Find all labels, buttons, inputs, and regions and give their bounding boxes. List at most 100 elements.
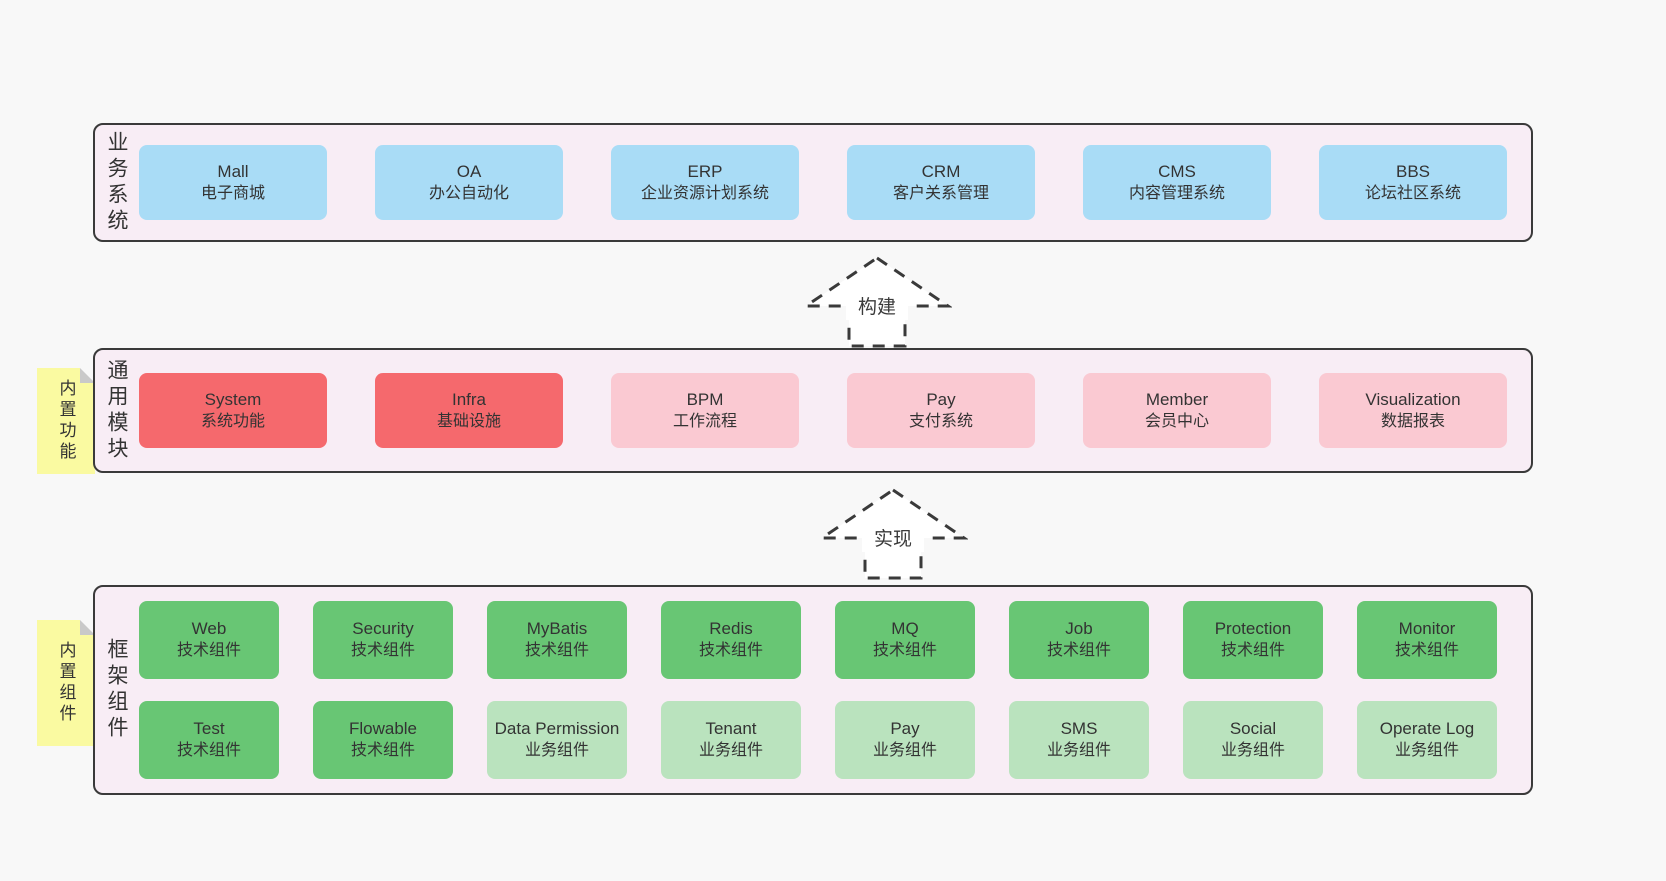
box-infra: Infra 基础设施: [375, 373, 563, 448]
arrow-label-bg: [846, 293, 908, 320]
box-name: Social: [1229, 719, 1277, 739]
box-bbs: BBS 论坛社区系统: [1319, 145, 1507, 220]
box-name: Protection: [1214, 619, 1292, 639]
layer-label: 业务系统: [105, 130, 128, 235]
box-data-permission: Data Permission 业务组件: [487, 701, 627, 779]
box-tenant: Tenant 业务组件: [661, 701, 801, 779]
box-name: Member: [1145, 389, 1209, 409]
box-subtitle: 工作流程: [672, 412, 737, 430]
arrow-up-implement: 实现: [818, 488, 968, 580]
box-name: Tenant: [705, 719, 757, 739]
sticky-note-label: 内置组件: [56, 641, 76, 725]
box-oa: OA 办公自动化: [375, 145, 563, 220]
box-subtitle: 业务组件: [1394, 742, 1459, 760]
box-name: Pay: [926, 389, 956, 409]
box-name: SMS: [1060, 719, 1098, 739]
box-name: Redis: [709, 619, 753, 639]
box-subtitle: 技术组件: [698, 642, 763, 660]
box-monitor: Monitor 技术组件: [1357, 601, 1497, 679]
box-name: OA: [456, 161, 482, 181]
box-subtitle: 业务组件: [524, 742, 589, 760]
box-subtitle: 技术组件: [872, 642, 937, 660]
box-name: Monitor: [1398, 619, 1456, 639]
box-subtitle: 技术组件: [1394, 642, 1459, 660]
arrow-label: 实现: [874, 528, 912, 550]
box-subtitle: 办公自动化: [428, 184, 509, 202]
box-name: ERP: [687, 161, 723, 181]
box-subtitle: 业务组件: [698, 742, 763, 760]
box-pay: Pay 业务组件: [835, 701, 975, 779]
box-subtitle: 业务组件: [872, 742, 937, 760]
box-social: Social 业务组件: [1183, 701, 1323, 779]
box-web: Web 技术组件: [139, 601, 279, 679]
box-name: Pay: [890, 719, 920, 739]
box-subtitle: 技术组件: [524, 642, 589, 660]
box-protection: Protection 技术组件: [1183, 601, 1323, 679]
box-name: Job: [1065, 619, 1093, 639]
arrow-up-build: 构建: [802, 256, 952, 348]
box-subtitle: 业务组件: [1220, 742, 1285, 760]
arrow-label-bg: [862, 525, 924, 552]
box-subtitle: 业务组件: [1046, 742, 1111, 760]
box-name: Operate Log: [1379, 719, 1475, 739]
box-subtitle: 技术组件: [350, 642, 415, 660]
box-subtitle: 基础设施: [436, 412, 501, 430]
box-name: MyBatis: [526, 619, 588, 639]
layer-label: 框架组件: [105, 638, 128, 742]
sticky-note-label: 内置功能: [56, 379, 76, 463]
box-name: CMS: [1158, 161, 1196, 181]
box-name: Web: [191, 619, 227, 639]
sticky-note-built-in-functions: 内置功能: [37, 368, 95, 474]
box-member: Member 会员中心: [1083, 373, 1271, 448]
box-name: Security: [352, 619, 414, 639]
box-name: Data Permission: [494, 719, 620, 739]
box-name: Mall: [217, 161, 249, 181]
box-name: System: [204, 389, 262, 409]
arrow-label: 构建: [858, 296, 896, 318]
box-mq: MQ 技术组件: [835, 601, 975, 679]
box-subtitle: 技术组件: [1046, 642, 1111, 660]
box-subtitle: 技术组件: [176, 742, 241, 760]
box-subtitle: 数据报表: [1380, 412, 1445, 430]
box-name: Flowable: [348, 719, 418, 739]
box-subtitle: 技术组件: [350, 742, 415, 760]
box-sms: SMS 业务组件: [1009, 701, 1149, 779]
box-subtitle: 支付系统: [908, 412, 973, 430]
box-flowable: Flowable 技术组件: [313, 701, 453, 779]
box-name: Visualization: [1365, 389, 1461, 409]
box-crm: CRM 客户关系管理: [847, 145, 1035, 220]
box-subtitle: 客户关系管理: [892, 184, 989, 202]
box-operate-log: Operate Log 业务组件: [1357, 701, 1497, 779]
box-name: BBS: [1395, 161, 1431, 181]
box-redis: Redis 技术组件: [661, 601, 801, 679]
box-name: Test: [193, 719, 225, 739]
box-name: MQ: [891, 619, 919, 639]
box-subtitle: 系统功能: [200, 412, 265, 430]
box-subtitle: 论坛社区系统: [1364, 184, 1461, 202]
box-subtitle: 会员中心: [1144, 412, 1209, 430]
box-visualization: Visualization 数据报表: [1319, 373, 1507, 448]
box-name: Infra: [451, 389, 487, 409]
sticky-note-built-in-components: 内置组件: [37, 620, 95, 746]
box-erp: ERP 企业资源计划系统: [611, 145, 799, 220]
box-name: CRM: [921, 161, 961, 181]
box-pay: Pay 支付系统: [847, 373, 1035, 448]
box-system: System 系统功能: [139, 373, 327, 448]
box-subtitle: 技术组件: [1220, 642, 1285, 660]
box-subtitle: 企业资源计划系统: [640, 184, 769, 202]
box-mybatis: MyBatis 技术组件: [487, 601, 627, 679]
layer-label: 通用模块: [105, 358, 128, 463]
box-subtitle: 技术组件: [176, 642, 241, 660]
box-job: Job 技术组件: [1009, 601, 1149, 679]
